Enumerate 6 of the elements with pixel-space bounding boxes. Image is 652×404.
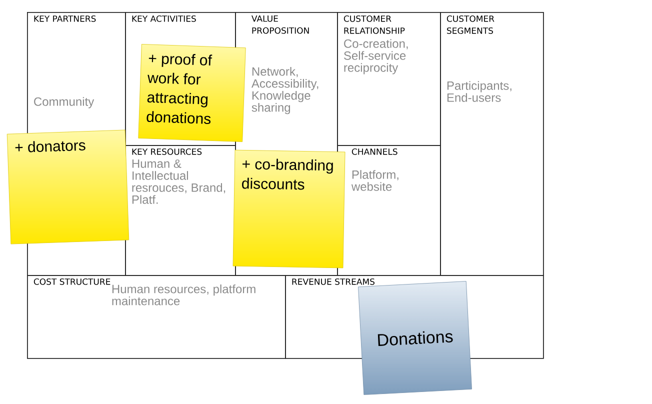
- sticky-note: + co-branding discounts: [232, 150, 346, 268]
- sticky-note: + donators: [6, 130, 130, 244]
- canvas-cell: CUSTOMER RELATIONSHIP Co-creation, Self-service reciprocity: [337, 12, 441, 146]
- canvas-cell: COST STRUCTURE Human resources, platform maintenance: [27, 275, 286, 359]
- sticky-note: + proof of work for attracting donations: [138, 44, 246, 142]
- canvas-cell: CUSTOMER SEGMENTS Participants, End-users: [440, 12, 544, 276]
